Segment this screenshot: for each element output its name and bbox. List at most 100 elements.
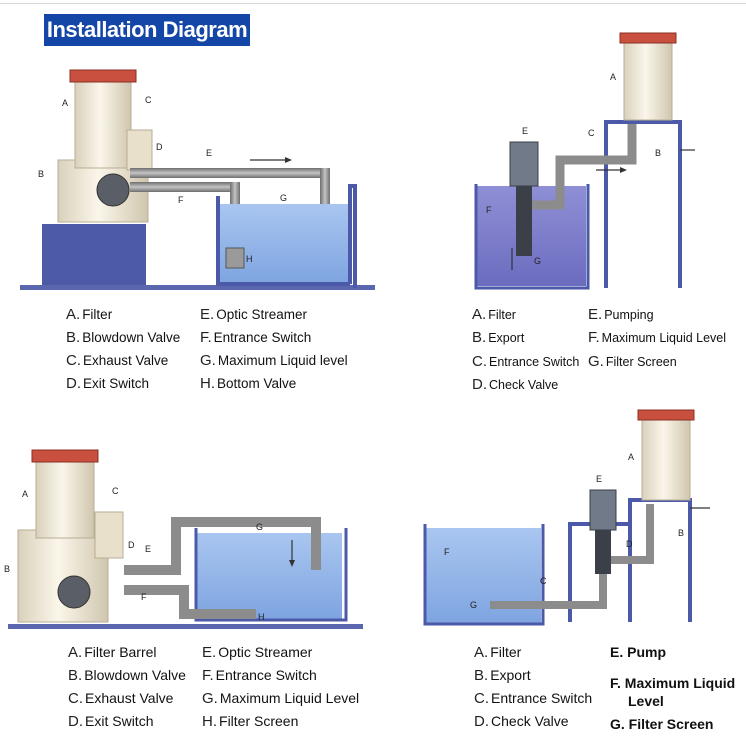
filter-cap: [69, 69, 137, 83]
legend-label: Optic Streamer: [216, 307, 307, 322]
marker-g: G: [470, 600, 477, 610]
legend-key: C: [66, 352, 81, 369]
marker-e: E: [206, 148, 212, 158]
legend-label: Maximum Liquid Level: [601, 331, 727, 345]
marker-f: F: [178, 195, 184, 205]
flow-arrowhead-right: [620, 167, 627, 173]
marker-c: C: [112, 486, 119, 496]
marker-g: G: [534, 256, 541, 266]
filter-barrel: [74, 77, 132, 169]
legend-label: Filter: [490, 644, 522, 660]
flow-arrowhead: [285, 157, 292, 163]
legend-key: C: [474, 690, 489, 707]
marker-h: H: [246, 254, 253, 264]
legend-key: C: [68, 690, 83, 707]
legend-label: Exhaust Valve: [85, 690, 174, 706]
tank-walls: [216, 184, 357, 288]
legend-label: Optic Streamer: [218, 644, 313, 660]
filter-cap: [31, 449, 99, 463]
legend-key: C: [472, 353, 487, 370]
filter-cap: [619, 32, 677, 44]
legend-key: D: [472, 376, 487, 393]
top-divider: [0, 3, 746, 4]
legend-key: B: [66, 329, 80, 346]
discharge-pipe: [611, 504, 654, 564]
legend-label: Entrance Switch: [215, 667, 317, 683]
suction-pipe: [124, 585, 256, 619]
legend-key: E: [200, 306, 214, 323]
marker-a: A: [62, 98, 68, 108]
legend-key: F.: [610, 675, 621, 691]
pump-housing: [57, 575, 91, 609]
marker-c: C: [588, 128, 595, 138]
legend-label: Entrance Switch: [489, 355, 580, 369]
marker-b: B: [678, 528, 684, 538]
legend-key: B: [474, 667, 488, 684]
legend-key: H: [202, 713, 217, 730]
marker-f: F: [444, 547, 450, 557]
filter-barrel: [623, 39, 673, 121]
stand-block: [42, 224, 146, 287]
side-unit: [126, 129, 153, 171]
base-platform: [8, 624, 363, 629]
legend-label: Blowdown Valve: [82, 330, 181, 345]
legend-label: Blowdown Valve: [84, 667, 186, 683]
legend-key: G: [202, 690, 218, 707]
legend-key: B: [472, 329, 486, 346]
tank-walls: [194, 528, 348, 622]
side-unit: [94, 511, 124, 559]
marker-e: E: [145, 544, 151, 554]
pump-motor: [589, 489, 617, 531]
marker-d: D: [128, 540, 135, 550]
legend-label: Maximum Liquid level: [217, 353, 348, 368]
legend-label: Exit Switch: [85, 713, 154, 729]
tank-water: [425, 528, 541, 624]
panel-bottom-left-drawing: A B C D E F G H: [4, 449, 363, 629]
legend-key: E: [588, 306, 602, 323]
discharge-pipe: [532, 124, 637, 210]
legend-label: Maximum Liquid Level: [219, 690, 360, 706]
legend-label: Export: [488, 331, 525, 345]
legend-label: Pump: [627, 644, 667, 660]
marker-e: E: [522, 126, 528, 136]
riser-pipe: [320, 168, 330, 228]
legend-label: Export: [490, 667, 531, 683]
legend-key: G.: [610, 716, 625, 732]
pump-column: [516, 186, 532, 256]
legend-key: A: [472, 306, 486, 323]
legend-label: Bottom Valve: [217, 376, 297, 391]
pump-column: [595, 530, 611, 574]
base-platform: [20, 285, 375, 290]
marker-g: G: [256, 522, 263, 532]
legend-key: D: [474, 713, 489, 730]
panel-top-left-drawing: A B C D E F G H: [20, 69, 375, 290]
legend-key: H: [200, 375, 215, 392]
legend-key: G: [588, 353, 604, 370]
legend-key: E: [202, 644, 216, 661]
legend-label: Level: [628, 693, 664, 709]
legend-label: Entrance Switch: [491, 690, 593, 706]
legend-label: Entrance Switch: [213, 330, 312, 345]
filter-base: [17, 529, 109, 623]
legend-key: D: [68, 713, 83, 730]
tank-walls: [474, 184, 590, 290]
legend-label: Check Valve: [491, 713, 569, 729]
marker-b: B: [655, 148, 661, 158]
marker-a: A: [22, 489, 28, 499]
legend-label: Exit Switch: [83, 376, 150, 391]
legend-key: F: [200, 329, 212, 346]
legend-label: Exhaust Valve: [83, 353, 169, 368]
legend-key: D: [66, 375, 81, 392]
marker-c: C: [540, 576, 547, 586]
marker-f: F: [141, 592, 147, 602]
legend-label: Filter: [82, 307, 113, 322]
marker-c: C: [145, 95, 152, 105]
outlet-pipe: [130, 168, 330, 178]
pump-housing: [96, 173, 130, 207]
filter-barrel: [35, 457, 95, 539]
legend-key: F: [202, 667, 214, 684]
legend-label: Filter Screen: [628, 716, 714, 732]
marker-e: E: [596, 474, 602, 484]
inlet-pipe: [130, 182, 240, 192]
